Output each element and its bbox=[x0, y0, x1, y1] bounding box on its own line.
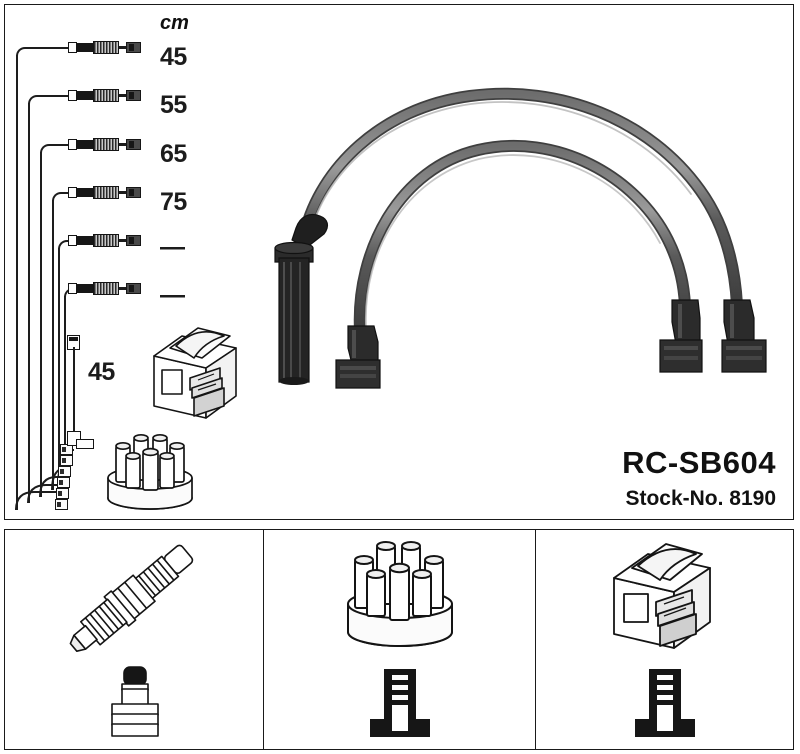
wire-bundle-line bbox=[64, 296, 66, 482]
wire-bundle-line bbox=[40, 152, 42, 497]
wire-corner bbox=[40, 144, 52, 156]
spark-plug-icon bbox=[69, 544, 194, 653]
main-diagram-frame bbox=[4, 4, 794, 520]
bundle-terminal-icon bbox=[57, 477, 70, 488]
wire-segment bbox=[26, 47, 70, 49]
wire-bundle-line bbox=[58, 248, 60, 486]
legend-length-label: — bbox=[160, 233, 185, 261]
legend-length-label: 65 bbox=[160, 140, 187, 168]
wire-corner bbox=[58, 240, 70, 252]
wire-corner bbox=[16, 47, 28, 59]
wire-bundle-line bbox=[16, 55, 18, 510]
ignition-coil-icon bbox=[612, 543, 711, 649]
wire-bundle-line bbox=[52, 200, 54, 490]
bundle-terminal-icon bbox=[60, 455, 73, 466]
ignition-lead-connector-icon bbox=[68, 186, 143, 199]
legend-row: 65 bbox=[0, 138, 215, 168]
legend-row: 55 bbox=[0, 89, 215, 119]
bottom-panel-ignition-coil bbox=[536, 530, 793, 749]
panel-top-icon-area bbox=[264, 530, 535, 661]
stock-number: Stock-No. 8190 bbox=[625, 487, 776, 510]
panel-bottom-icon-area bbox=[536, 661, 793, 749]
bundle-terminal-icon bbox=[58, 466, 71, 477]
legend-row: — bbox=[0, 282, 215, 310]
panel-top-icon-area bbox=[536, 530, 793, 661]
legend-row: 75 bbox=[0, 186, 215, 216]
wire-segment bbox=[50, 144, 70, 146]
ignition-lead-connector-icon bbox=[68, 89, 143, 102]
distributor-cap-icon bbox=[107, 433, 193, 510]
panel-bottom-icon-area bbox=[5, 661, 263, 749]
ignition-lead-connector-icon bbox=[68, 234, 143, 247]
ignition-lead-connector-icon bbox=[68, 138, 143, 151]
part-number: RC-SB604 bbox=[622, 445, 776, 480]
bottom-icon-frame bbox=[4, 529, 794, 750]
bottom-panel-distributor bbox=[264, 530, 535, 749]
panel-divider bbox=[263, 530, 264, 749]
spark-plug-boot-terminal-icon bbox=[111, 666, 159, 737]
bundle-terminal-icon bbox=[60, 444, 73, 455]
legend-length-label: 55 bbox=[160, 91, 187, 119]
distributor-cap-icon bbox=[346, 541, 453, 647]
panel-top-icon-area bbox=[5, 530, 263, 661]
distributor-terminal-icon bbox=[369, 669, 430, 737]
ignition-lead-connector-icon bbox=[68, 41, 143, 54]
panel-divider bbox=[535, 530, 536, 749]
bundle-terminal-icon bbox=[56, 488, 69, 499]
panel-bottom-icon-area bbox=[264, 661, 535, 749]
bottom-panel-spark-plug bbox=[5, 530, 263, 749]
legend-length-label: — bbox=[160, 281, 185, 309]
ignition-lead-connector-icon bbox=[68, 282, 143, 295]
wire-segment bbox=[62, 192, 72, 194]
wire-corner bbox=[52, 192, 64, 204]
legend-length-label: 75 bbox=[160, 188, 187, 216]
bundle-terminal-icon bbox=[55, 499, 68, 510]
length-unit-header: cm bbox=[160, 12, 189, 34]
wire-corner bbox=[28, 95, 40, 107]
ignition-coil-connector-icon bbox=[153, 327, 237, 419]
legend-length-label: 45 bbox=[160, 43, 187, 71]
legend-row: 45 bbox=[0, 41, 215, 71]
wire-segment bbox=[38, 95, 70, 97]
legend-row: — bbox=[0, 234, 215, 262]
coil-terminal-icon bbox=[634, 669, 695, 737]
coil-lead-icon bbox=[64, 335, 104, 455]
wire-bundle-line bbox=[28, 103, 30, 503]
coil-lead-length-label: 45 bbox=[88, 358, 115, 386]
